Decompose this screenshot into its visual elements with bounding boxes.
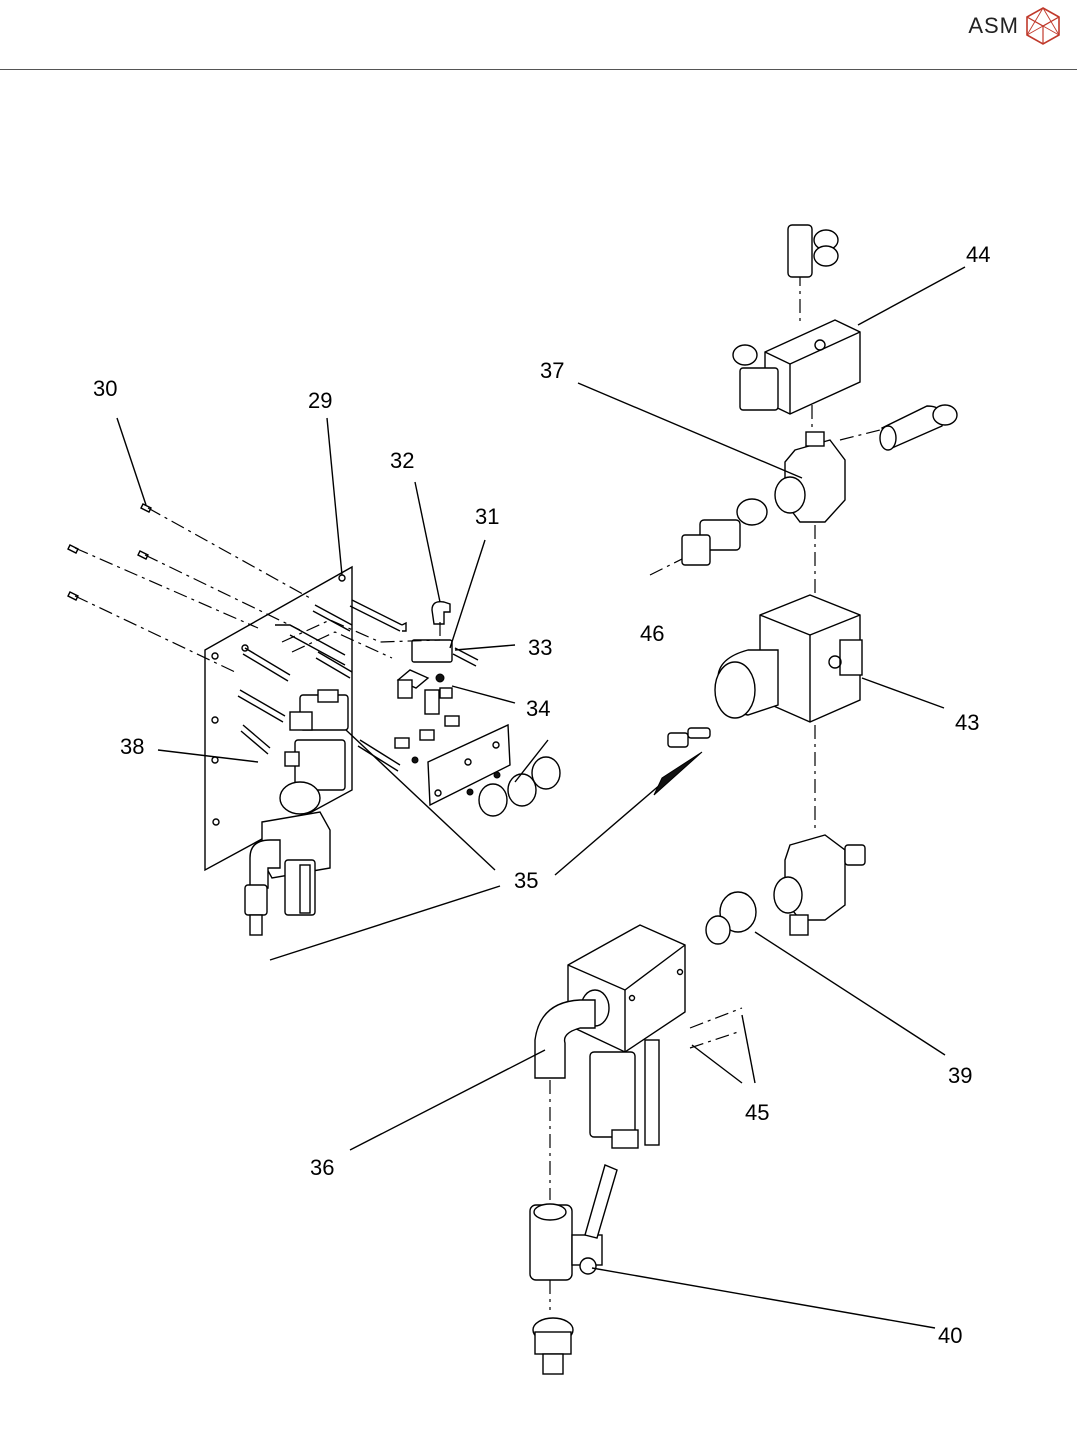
- callout-46: 46: [640, 621, 664, 646]
- callout-43: 43: [955, 710, 979, 735]
- callout-30: 30: [93, 376, 117, 401]
- callout-33: 33: [528, 635, 552, 660]
- callout-44: 44: [966, 242, 990, 267]
- callout-39: 39: [948, 1063, 972, 1088]
- tee-fitting: [682, 405, 957, 565]
- callout-38: 38: [120, 734, 144, 759]
- callout-34: 34: [526, 696, 550, 721]
- callout-45: 45: [745, 1100, 769, 1125]
- direction-arrow: [555, 752, 702, 875]
- callout-29: 29: [308, 388, 332, 413]
- callout-36: 36: [310, 1155, 334, 1180]
- lower-tee-fitting: [706, 835, 865, 944]
- callout-37: 37: [540, 358, 564, 383]
- pressure-regulator: [668, 595, 862, 747]
- callout-32: 32: [390, 448, 414, 473]
- solenoid-valve: [733, 225, 860, 414]
- gauge-plate: [395, 716, 560, 816]
- callout-40: 40: [938, 1323, 962, 1348]
- callout-31: 31: [475, 504, 499, 529]
- callout-35: 35: [514, 868, 538, 893]
- air-filter: [535, 925, 742, 1148]
